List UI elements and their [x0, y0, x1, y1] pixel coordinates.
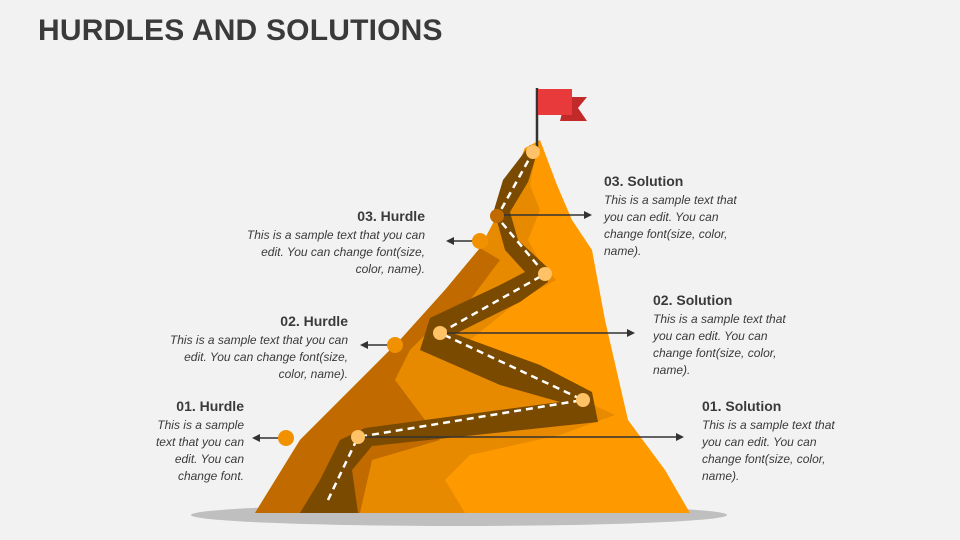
hurdle-2-block: 02. Hurdle This is a sample text that yo… [158, 312, 348, 383]
waypoint-solution-2 [433, 326, 447, 340]
solution-3-text: This is a sample text that you can edit.… [604, 193, 737, 258]
hurdle-3-block: 03. Hurdle This is a sample text that yo… [235, 207, 425, 278]
waypoint-solution-3 [490, 209, 504, 223]
page-title: HURDLES AND SOLUTIONS [38, 14, 443, 47]
solution-1-block: 01. Solution This is a sample text that … [702, 397, 842, 485]
solution-3-block: 03. Solution This is a sample text that … [604, 172, 744, 260]
solution-2-block: 02. Solution This is a sample text that … [653, 291, 793, 379]
hurdle-2-heading: 02. Hurdle [280, 313, 348, 329]
hurdle-marker-2 [387, 337, 403, 353]
hurdle-3-heading: 03. Hurdle [357, 208, 425, 224]
solution-2-heading: 02. Solution [653, 292, 733, 308]
hurdle-markers [278, 233, 488, 446]
waypoint-turn-2 [538, 267, 552, 281]
solution-3-heading: 03. Solution [604, 173, 684, 189]
waypoint-solution-1 [351, 430, 365, 444]
hurdle-1-text: This is a sample text that you can edit.… [155, 418, 244, 483]
solution-2-text: This is a sample text that you can edit.… [653, 312, 786, 377]
hurdle-2-text: This is a sample text that you can edit.… [169, 333, 348, 381]
hurdle-3-text: This is a sample text that you can edit.… [246, 228, 425, 276]
hurdle-marker-3 [472, 233, 488, 249]
solution-1-text: This is a sample text that you can edit.… [702, 418, 835, 483]
route-waypoints [351, 145, 590, 444]
hurdle-1-block: 01. Hurdle This is a sample text that yo… [54, 397, 244, 485]
hurdle-1-heading: 01. Hurdle [176, 398, 244, 414]
hurdle-marker-1 [278, 430, 294, 446]
waypoint-summit [526, 145, 540, 159]
waypoint-turn [576, 393, 590, 407]
solution-connectors [358, 211, 684, 441]
flag-icon [535, 88, 587, 152]
solution-1-heading: 01. Solution [702, 398, 782, 414]
mountain-trail [300, 145, 598, 513]
